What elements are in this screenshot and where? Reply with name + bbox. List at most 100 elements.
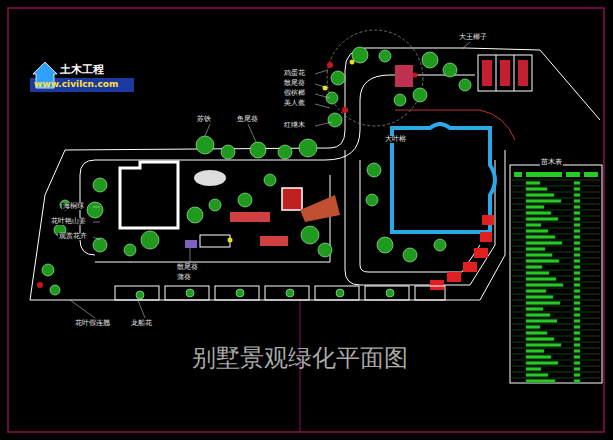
- table-cell-fill: [574, 206, 580, 209]
- table-cell-fill: [574, 230, 580, 233]
- table-cell-fill: [526, 296, 553, 299]
- table-cell-fill: [526, 272, 549, 275]
- table-rule: [512, 252, 600, 253]
- watermark-logo: 土木工程: [60, 64, 104, 75]
- table-cell-fill: [526, 344, 561, 347]
- table-cell-fill: [574, 254, 580, 257]
- table-cell-fill: [526, 218, 558, 221]
- table-cell-fill: [574, 284, 580, 287]
- table-cell-fill: [526, 266, 542, 269]
- table-rule: [512, 246, 600, 247]
- table-cell-fill: [574, 272, 580, 275]
- table-cell-fill: [574, 188, 580, 191]
- table-cell-fill: [574, 368, 580, 371]
- table-cell-fill: [574, 374, 580, 377]
- plant-label: 红继木: [283, 122, 306, 129]
- table-cell-fill: [574, 326, 580, 329]
- table-rule: [512, 240, 600, 241]
- table-rule: [512, 198, 600, 199]
- table-cell-fill: [526, 314, 550, 317]
- table-cell-fill: [574, 296, 580, 299]
- table-cell-fill: [526, 380, 555, 383]
- table-cell-fill: [574, 266, 580, 269]
- table-cell-fill: [574, 200, 580, 203]
- table-cell-fill: [526, 308, 543, 311]
- table-cell-fill: [574, 212, 580, 215]
- table-cell-fill: [526, 338, 554, 341]
- table-rule: [512, 312, 600, 313]
- table-cell-fill: [526, 368, 541, 371]
- table-cell-fill: [526, 362, 558, 365]
- table-rule: [512, 288, 600, 289]
- table-cell-fill: [526, 248, 545, 251]
- table-cell-fill: [526, 182, 540, 185]
- table-cell-fill: [574, 290, 580, 293]
- plant-label: 观赏花卉: [58, 233, 88, 240]
- table-cell-fill: [574, 194, 580, 197]
- table-rule: [512, 300, 600, 301]
- table-cell-fill: [574, 248, 580, 251]
- table-rule: [512, 330, 600, 331]
- table-cell-fill: [574, 308, 580, 311]
- table-cell-fill: [526, 278, 556, 281]
- table-rule: [512, 342, 600, 343]
- table-cell-fill: [574, 350, 580, 353]
- table-rule: [512, 180, 600, 181]
- table-cell-fill: [526, 224, 541, 227]
- table-cell-fill: [526, 332, 547, 335]
- table-cell-fill: [574, 242, 580, 245]
- plant-label: 龙船花: [130, 320, 153, 327]
- table-cell-fill: [526, 350, 544, 353]
- table-rule: [512, 264, 600, 265]
- plant-label: 大王椰子: [458, 34, 488, 41]
- table-rule: [512, 270, 600, 271]
- table-cell-fill: [526, 188, 547, 191]
- table-cell-fill: [574, 182, 580, 185]
- table-rule: [512, 210, 600, 211]
- table-cell-fill: [526, 356, 551, 359]
- table-cell-fill: [526, 290, 546, 293]
- table-cell-fill: [526, 230, 548, 233]
- table-cell-fill: [574, 302, 580, 305]
- table-cell-fill: [526, 206, 544, 209]
- table-cell-fill: [574, 356, 580, 359]
- table-cell-fill: [574, 224, 580, 227]
- table-cell-fill: [574, 218, 580, 221]
- plant-label: 散尾葵: [283, 80, 306, 87]
- table-cell-fill: [526, 320, 557, 323]
- table-rule: [512, 366, 600, 367]
- table-rule: [512, 204, 600, 205]
- table-cell-fill: [574, 314, 580, 317]
- table-cell-fill: [526, 284, 563, 287]
- table-cell-fill: [526, 254, 552, 257]
- plant-label: 假槟榔: [283, 90, 306, 97]
- table-cell-fill: [526, 236, 555, 239]
- table-rule: [512, 216, 600, 217]
- plant-label: 花叶艳山姜: [50, 218, 87, 225]
- table-rule: [512, 378, 600, 379]
- watermark-url: www.civilcn.com: [34, 80, 118, 89]
- table-cell-fill: [526, 326, 540, 329]
- plant-label: 海桐球: [62, 203, 85, 210]
- table-cell-fill: [526, 212, 551, 215]
- plant-label: 鱼尾葵: [236, 116, 259, 123]
- table-rule: [512, 186, 600, 187]
- table-cell-fill: [574, 332, 580, 335]
- plant-label: 大叶榕: [384, 136, 407, 143]
- table-cell-fill: [526, 194, 554, 197]
- plant-label: 苏铁: [196, 116, 212, 123]
- table-cell-fill: [574, 362, 580, 365]
- table-rule: [512, 222, 600, 223]
- table-rule: [512, 276, 600, 277]
- table-cell-fill: [526, 200, 561, 203]
- table-cell-fill: [574, 338, 580, 341]
- table-rule: [512, 258, 600, 259]
- plant-label: 鸡蛋花: [283, 70, 306, 77]
- table-cell-fill: [526, 374, 548, 377]
- table-cell-fill: [526, 242, 562, 245]
- table-rule: [512, 318, 600, 319]
- table-rule: [512, 306, 600, 307]
- plant-label: 散尾葵: [176, 264, 199, 271]
- table-rule: [512, 348, 600, 349]
